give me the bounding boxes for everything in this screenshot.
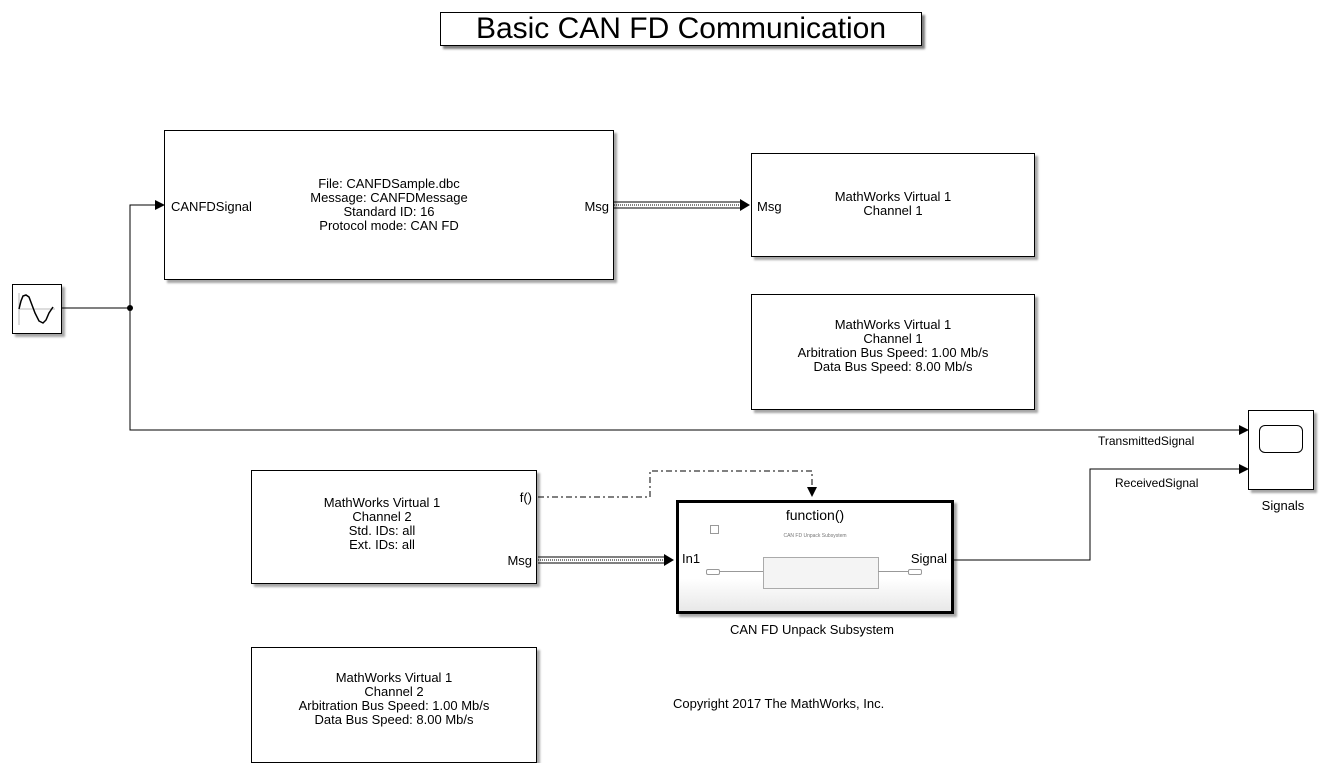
config1-channel-line: Channel 1 — [863, 331, 923, 346]
pack-id-line: Standard ID: 16 — [343, 204, 435, 219]
subsystem-output-port-label: Signal — [910, 551, 947, 566]
receive-function-port-label: f() — [519, 490, 532, 505]
config1-data-speed-line: Data Bus Speed: 8.00 Mb/s — [813, 359, 973, 374]
received-signal-label: ReceivedSignal — [1115, 476, 1199, 490]
subsystem-inner-line-right — [878, 571, 908, 572]
pack-output-port-label: Msg — [584, 199, 609, 214]
receive-block-parameters: MathWorks Virtual 1 Channel 2 Std. IDs: … — [252, 496, 512, 552]
scope-screen-icon — [1259, 425, 1303, 453]
transmit-device-line: MathWorks Virtual 1 — [834, 189, 952, 204]
subsystem-inner-in-port — [706, 569, 720, 575]
bus-arrow-transmit — [740, 199, 750, 211]
pack-message-line: Message: CANFDMessage — [310, 190, 468, 205]
subsystem-icon-small-square — [710, 525, 719, 534]
can-fd-transmit-block[interactable]: Msg MathWorks Virtual 1 Channel 1 — [751, 153, 1035, 257]
receive-msg-port-label: Msg — [507, 553, 532, 568]
subsystem-trigger-label: function() — [785, 507, 845, 523]
subsystem-caption: CAN FD Unpack Subsystem — [730, 622, 894, 637]
pack-block-parameters: File: CANFDSample.dbc Message: CANFDMess… — [165, 177, 613, 233]
transmit-block-parameters: MathWorks Virtual 1 Channel 1 — [752, 190, 1034, 218]
can-fd-configuration-block-1[interactable]: MathWorks Virtual 1 Channel 1 Arbitratio… — [751, 294, 1035, 410]
wire-to-pack — [129, 200, 165, 308]
config2-device-line: MathWorks Virtual 1 — [335, 670, 453, 685]
subsystem-inner-line-left — [719, 571, 763, 572]
receive-channel-line: Channel 2 — [352, 509, 412, 524]
config2-parameters: MathWorks Virtual 1 Channel 2 Arbitratio… — [252, 671, 536, 727]
pack-file-line: File: CANFDSample.dbc — [318, 176, 460, 191]
config2-data-speed-line: Data Bus Speed: 8.00 Mb/s — [314, 712, 474, 727]
sine-wave-source-block[interactable] — [12, 284, 62, 334]
receive-device-line: MathWorks Virtual 1 — [323, 495, 441, 510]
transmitted-signal-label: TransmittedSignal — [1098, 434, 1195, 448]
can-fd-configuration-block-2[interactable]: MathWorks Virtual 1 Channel 2 Arbitratio… — [251, 647, 537, 763]
transmit-input-port-label: Msg — [757, 199, 782, 214]
transmit-channel-line: Channel 1 — [863, 203, 923, 218]
subsystem-inner-block — [763, 557, 879, 589]
subsystem-input-port-label: In1 — [682, 551, 701, 566]
receive-std-ids-line: Std. IDs: all — [348, 523, 416, 538]
function-call-wire — [538, 470, 817, 498]
can-fd-receive-block[interactable]: MathWorks Virtual 1 Channel 2 Std. IDs: … — [251, 470, 537, 584]
sine-wave-icon — [18, 293, 55, 325]
subsystem-inner-out-port — [908, 569, 922, 575]
diagram-title: Basic CAN FD Communication — [440, 12, 922, 46]
bus-arrow-unpack — [664, 554, 674, 566]
config1-device-line: MathWorks Virtual 1 — [834, 317, 952, 332]
scope-name-label: Signals — [1261, 498, 1305, 513]
can-fd-pack-block[interactable]: CANFDSignal File: CANFDSample.dbc Messag… — [164, 130, 614, 280]
wire-to-scope-received — [950, 464, 1249, 561]
scope-block[interactable] — [1248, 410, 1314, 490]
can-fd-unpack-subsystem-block[interactable]: function() CAN FD Unpack Subsystem In1 S… — [676, 500, 954, 614]
pack-protocol-line: Protocol mode: CAN FD — [319, 218, 459, 233]
wire-to-scope-transmitted — [129, 308, 1249, 435]
config2-channel-line: Channel 2 — [364, 684, 424, 699]
subsystem-inner-caption: CAN FD Unpack Subsystem — [783, 533, 847, 539]
config2-arbitration-line: Arbitration Bus Speed: 1.00 Mb/s — [298, 698, 490, 713]
pack-input-port-label: CANFDSignal — [171, 199, 252, 214]
receive-ext-ids-line: Ext. IDs: all — [349, 537, 415, 552]
config1-arbitration-line: Arbitration Bus Speed: 1.00 Mb/s — [797, 345, 989, 360]
copyright-annotation: Copyright 2017 The MathWorks, Inc. — [673, 696, 885, 711]
config1-parameters: MathWorks Virtual 1 Channel 1 Arbitratio… — [752, 318, 1034, 374]
